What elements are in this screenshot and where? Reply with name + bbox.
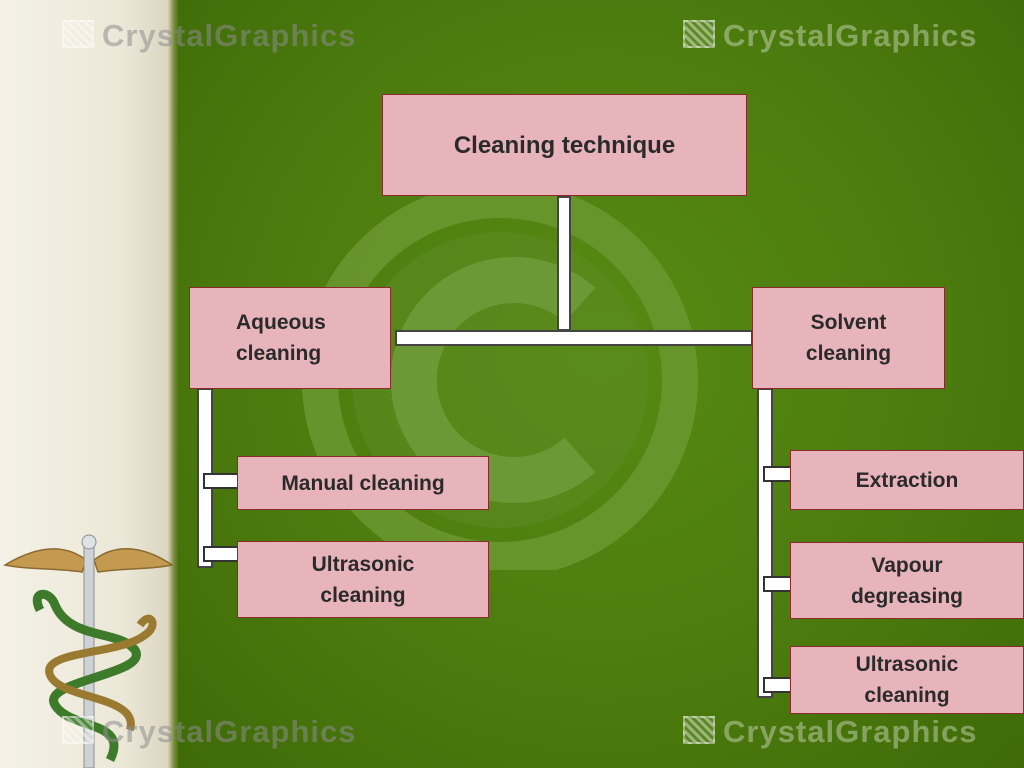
root-node-label: Cleaning technique — [453, 131, 676, 159]
extraction-node: Extraction — [790, 450, 1024, 510]
aqueous-cleaning-label: Aqueous cleaning — [236, 311, 326, 365]
solvent-cleaning-node: Solvent cleaning — [752, 287, 945, 389]
manual-cleaning-label: Manual cleaning — [281, 471, 445, 495]
crystalgraphics-logo-icon — [683, 716, 715, 744]
watermark-top-left: CrystalGraphics — [62, 18, 357, 54]
manual-cleaning-node: Manual cleaning — [237, 456, 489, 510]
crystalgraphics-logo-icon — [683, 20, 715, 48]
watermark-top-right: CrystalGraphics — [683, 18, 978, 54]
solvent-cleaning-label: Solvent cleaning — [805, 311, 892, 365]
watermark-bottom-left: CrystalGraphics — [62, 714, 357, 750]
vapour-degreasing-label: Vapour degreasing — [850, 553, 964, 608]
panel-divider — [168, 0, 178, 768]
connector-tab-ultrasonic-left — [203, 546, 239, 562]
right-vertical-connector — [757, 388, 773, 698]
crystalgraphics-logo-icon — [62, 20, 94, 48]
root-stem-connector — [557, 196, 571, 331]
watermark-bottom-right: CrystalGraphics — [683, 714, 978, 750]
ultrasonic-cleaning-solvent-label: Ultrasonic cleaning — [855, 653, 959, 707]
horizontal-branch-connector — [395, 330, 753, 346]
ultrasonic-cleaning-aqueous-label: Ultrasonic cleaning — [311, 552, 415, 607]
crystalgraphics-logo-icon — [62, 716, 94, 744]
connector-tab-manual-cleaning — [203, 473, 239, 489]
ultrasonic-cleaning-solvent-node: Ultrasonic cleaning — [790, 646, 1024, 714]
caduceus-icon — [2, 534, 174, 768]
aqueous-cleaning-node: Aqueous cleaning — [189, 287, 391, 389]
root-node: Cleaning technique — [382, 94, 747, 196]
extraction-label: Extraction — [855, 468, 959, 492]
vapour-degreasing-node: Vapour degreasing — [790, 542, 1024, 619]
ultrasonic-cleaning-aqueous-node: Ultrasonic cleaning — [237, 541, 489, 618]
